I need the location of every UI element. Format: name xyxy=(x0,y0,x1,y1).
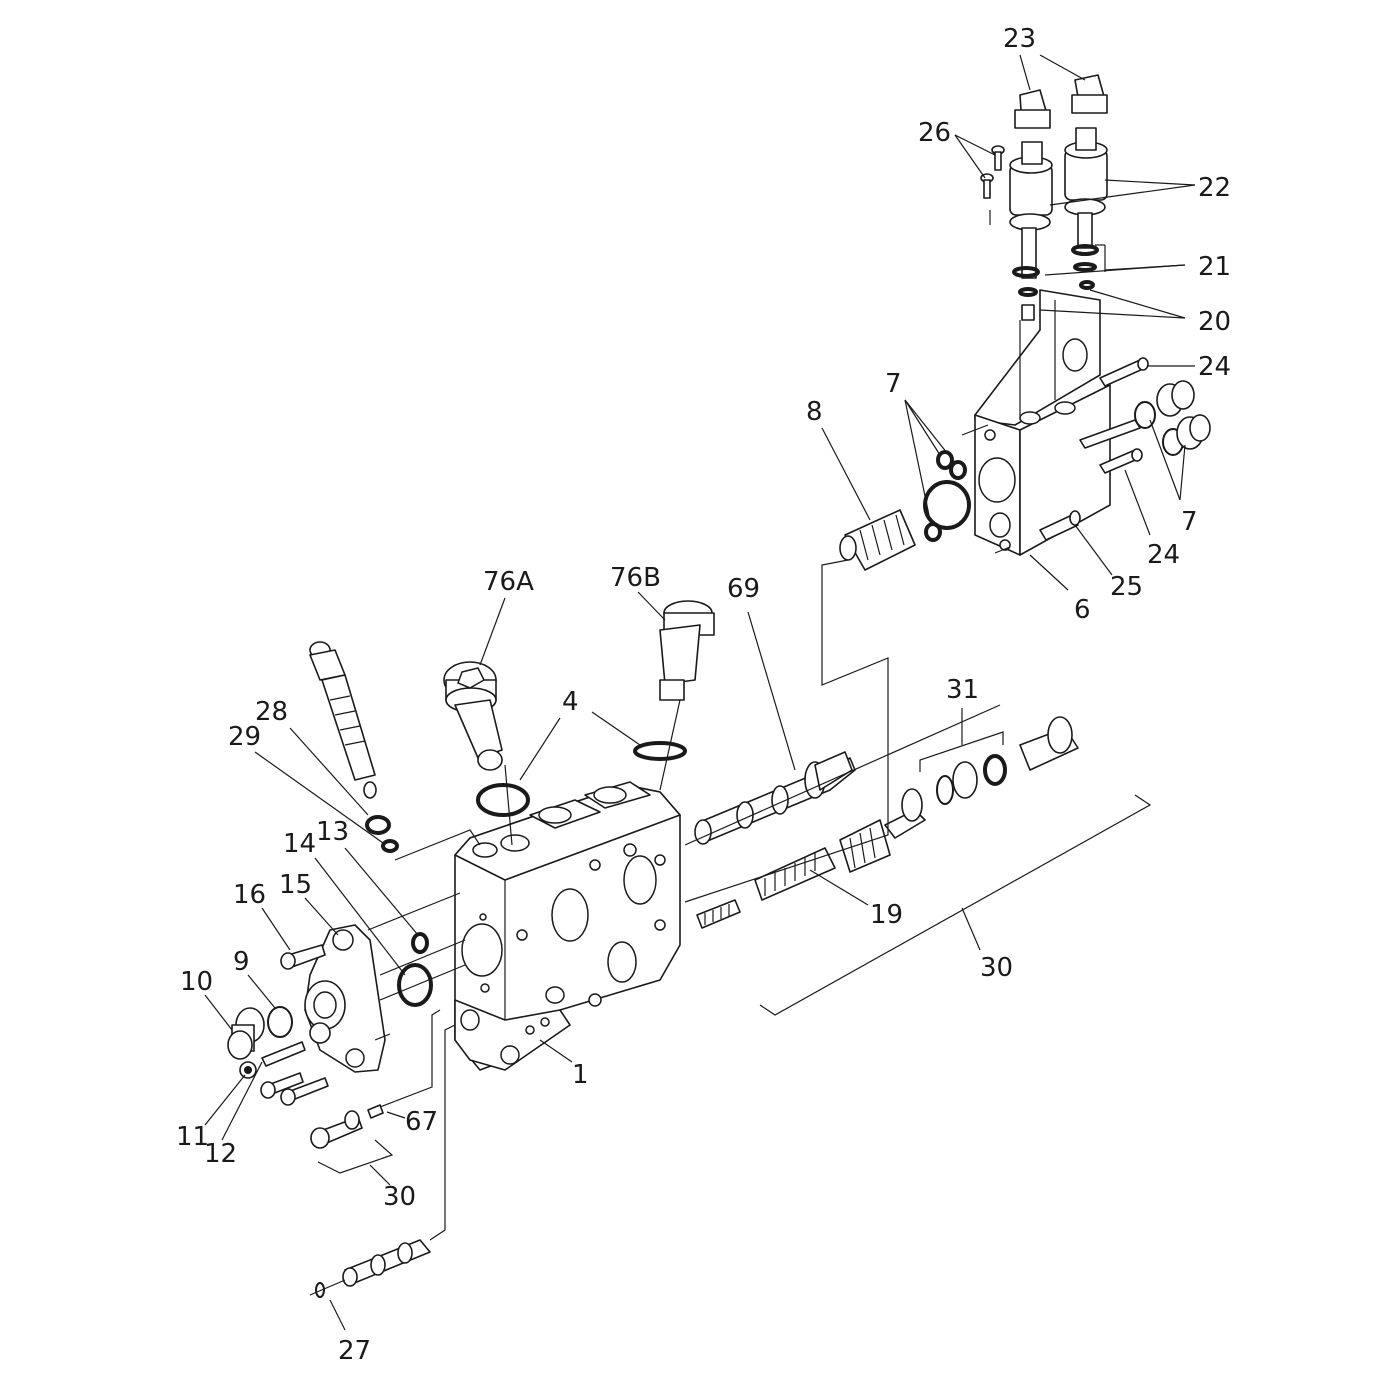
screws-26 xyxy=(980,145,1005,199)
callout-15: 15 xyxy=(279,870,312,900)
callout-11: 11 xyxy=(176,1122,209,1152)
seal-29 xyxy=(381,839,399,853)
callout-1: 1 xyxy=(572,1060,589,1090)
callout-7-right: 7 xyxy=(1181,507,1198,537)
spring-pack-8 xyxy=(839,509,916,571)
seal-4b xyxy=(633,741,687,761)
callout-31: 31 xyxy=(946,675,979,705)
plug-10 xyxy=(227,1007,265,1060)
spring-small xyxy=(696,899,741,929)
valve-body xyxy=(454,781,681,1071)
bolts-24 xyxy=(1079,357,1149,474)
callout-28: 28 xyxy=(255,697,288,727)
spool-assembly-30 xyxy=(839,788,926,873)
leader-lines xyxy=(204,54,1196,1331)
bolt-16 xyxy=(280,944,326,970)
callout-29: 29 xyxy=(228,722,261,752)
solenoid-block xyxy=(974,289,1111,556)
plug-30-lower xyxy=(310,1110,363,1149)
solenoid-right xyxy=(1064,127,1108,290)
seal-28 xyxy=(365,815,391,835)
callout-30-right: 30 xyxy=(980,953,1013,983)
callout-10: 10 xyxy=(180,967,213,997)
callout-24-lower: 24 xyxy=(1147,540,1180,570)
seal-13 xyxy=(411,932,429,954)
callout-30-lower: 30 xyxy=(383,1182,416,1212)
callout-16: 16 xyxy=(233,880,266,910)
callout-6: 6 xyxy=(1074,595,1091,625)
callout-20: 20 xyxy=(1198,307,1231,337)
callout-19: 19 xyxy=(870,900,903,930)
callout-67: 67 xyxy=(405,1107,438,1137)
seal-14 xyxy=(397,963,433,1007)
spring-67 xyxy=(367,1104,384,1119)
callout-13: 13 xyxy=(316,817,349,847)
callout-27: 27 xyxy=(338,1336,371,1366)
connectors-23 xyxy=(1014,74,1108,129)
callout-24-upper: 24 xyxy=(1198,352,1231,382)
callout-labels: 1 4 6 7 7 8 9 10 11 12 13 14 15 16 19 20… xyxy=(176,24,1231,1366)
callout-14: 14 xyxy=(283,829,316,859)
callout-69: 69 xyxy=(727,574,760,604)
washer-9 xyxy=(267,1006,293,1038)
callout-22: 22 xyxy=(1198,173,1231,203)
callout-12: 12 xyxy=(204,1139,237,1169)
callout-23: 23 xyxy=(1003,24,1036,54)
bolt-25 xyxy=(1039,510,1081,541)
spool-27 xyxy=(315,1239,431,1298)
seals-7 xyxy=(923,450,971,542)
callout-25: 25 xyxy=(1110,572,1143,602)
bolt-11-12 xyxy=(239,1041,329,1106)
spring-19 xyxy=(754,847,836,901)
callout-76A: 76A xyxy=(483,567,534,597)
callout-8: 8 xyxy=(806,397,823,427)
callout-21: 21 xyxy=(1198,252,1231,282)
plug-76A xyxy=(443,661,503,771)
callout-26: 26 xyxy=(918,118,951,148)
callout-9: 9 xyxy=(233,947,250,977)
callout-4: 4 xyxy=(562,687,579,717)
plug-76B xyxy=(659,600,715,701)
solenoid-left xyxy=(1009,141,1053,321)
relief-valve xyxy=(309,641,377,799)
callout-76B: 76B xyxy=(610,563,661,593)
seal-4a xyxy=(476,783,530,817)
callout-7-upper: 7 xyxy=(885,369,902,399)
seal-kit-31 xyxy=(936,716,1079,805)
plugs-7 xyxy=(1134,380,1211,456)
